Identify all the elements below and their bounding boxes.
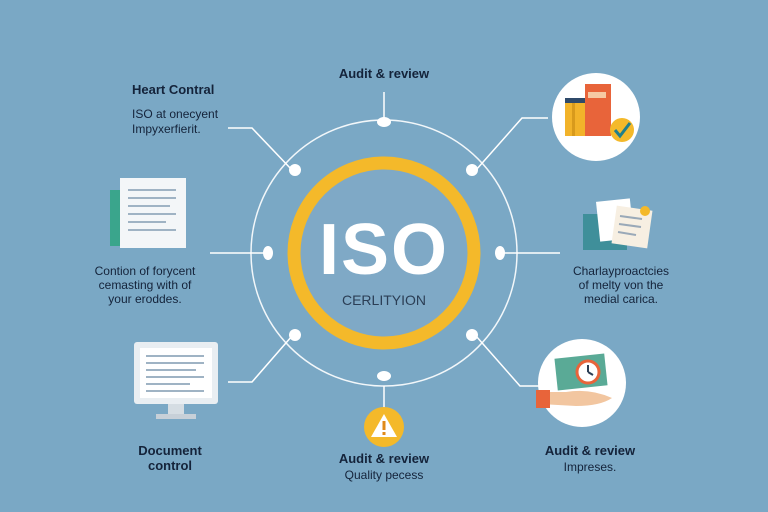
hub-fill (292, 161, 476, 345)
dot-top-left (289, 164, 301, 176)
document-icon (110, 178, 186, 248)
papers-icon (583, 198, 653, 250)
warning-icon (364, 407, 404, 447)
dot-right (495, 246, 505, 260)
connector-top-left (228, 127, 293, 171)
hub-title: ISO (318, 210, 450, 290)
connector-bottom-right (475, 335, 540, 387)
top-left-text-2: Impyxerfierit. (132, 122, 201, 136)
bottom-left-title-2: control (147, 458, 193, 473)
mid-right-text-1: Charlayproactcies (572, 264, 670, 278)
hand-clock-icon (536, 339, 626, 427)
connector-top-right (475, 117, 548, 171)
bottom-center-text: Quality pecess (344, 468, 424, 482)
dot-top-right (466, 164, 478, 176)
connector-bottom-left (228, 335, 293, 383)
checklist-books-icon (552, 73, 640, 161)
dot-left (263, 246, 273, 260)
connector-lines (210, 92, 560, 408)
dot-bottom-left (289, 329, 301, 341)
mid-left-text-1: Contion of forycent (94, 264, 196, 278)
hub-subtitle: CERLITYION (341, 292, 426, 308)
computer-monitor-icon (134, 342, 218, 419)
top-left-text-1: ISO at onecyent (132, 107, 219, 121)
bottom-center-title: Audit & review (338, 451, 430, 466)
ring-dots (263, 117, 505, 381)
top-left-title: Heart Contral (132, 82, 215, 97)
dot-bottom (377, 371, 391, 381)
dot-top (377, 117, 391, 127)
mid-left-text-3: your eroddes. (108, 292, 182, 306)
mid-right-text-2: of melty von the (578, 278, 664, 292)
top-center-title: Audit & review (338, 66, 430, 81)
mid-left-text-2: cemasting with of (98, 278, 192, 292)
bottom-left-title-1: Document (138, 443, 202, 458)
bottom-right-title: Audit & review (544, 443, 636, 458)
mid-right-text-3: medial carica. (583, 292, 659, 306)
bottom-right-text: Impreses. (563, 460, 617, 474)
dot-bottom-right (466, 329, 478, 341)
hub-ring (287, 156, 481, 350)
